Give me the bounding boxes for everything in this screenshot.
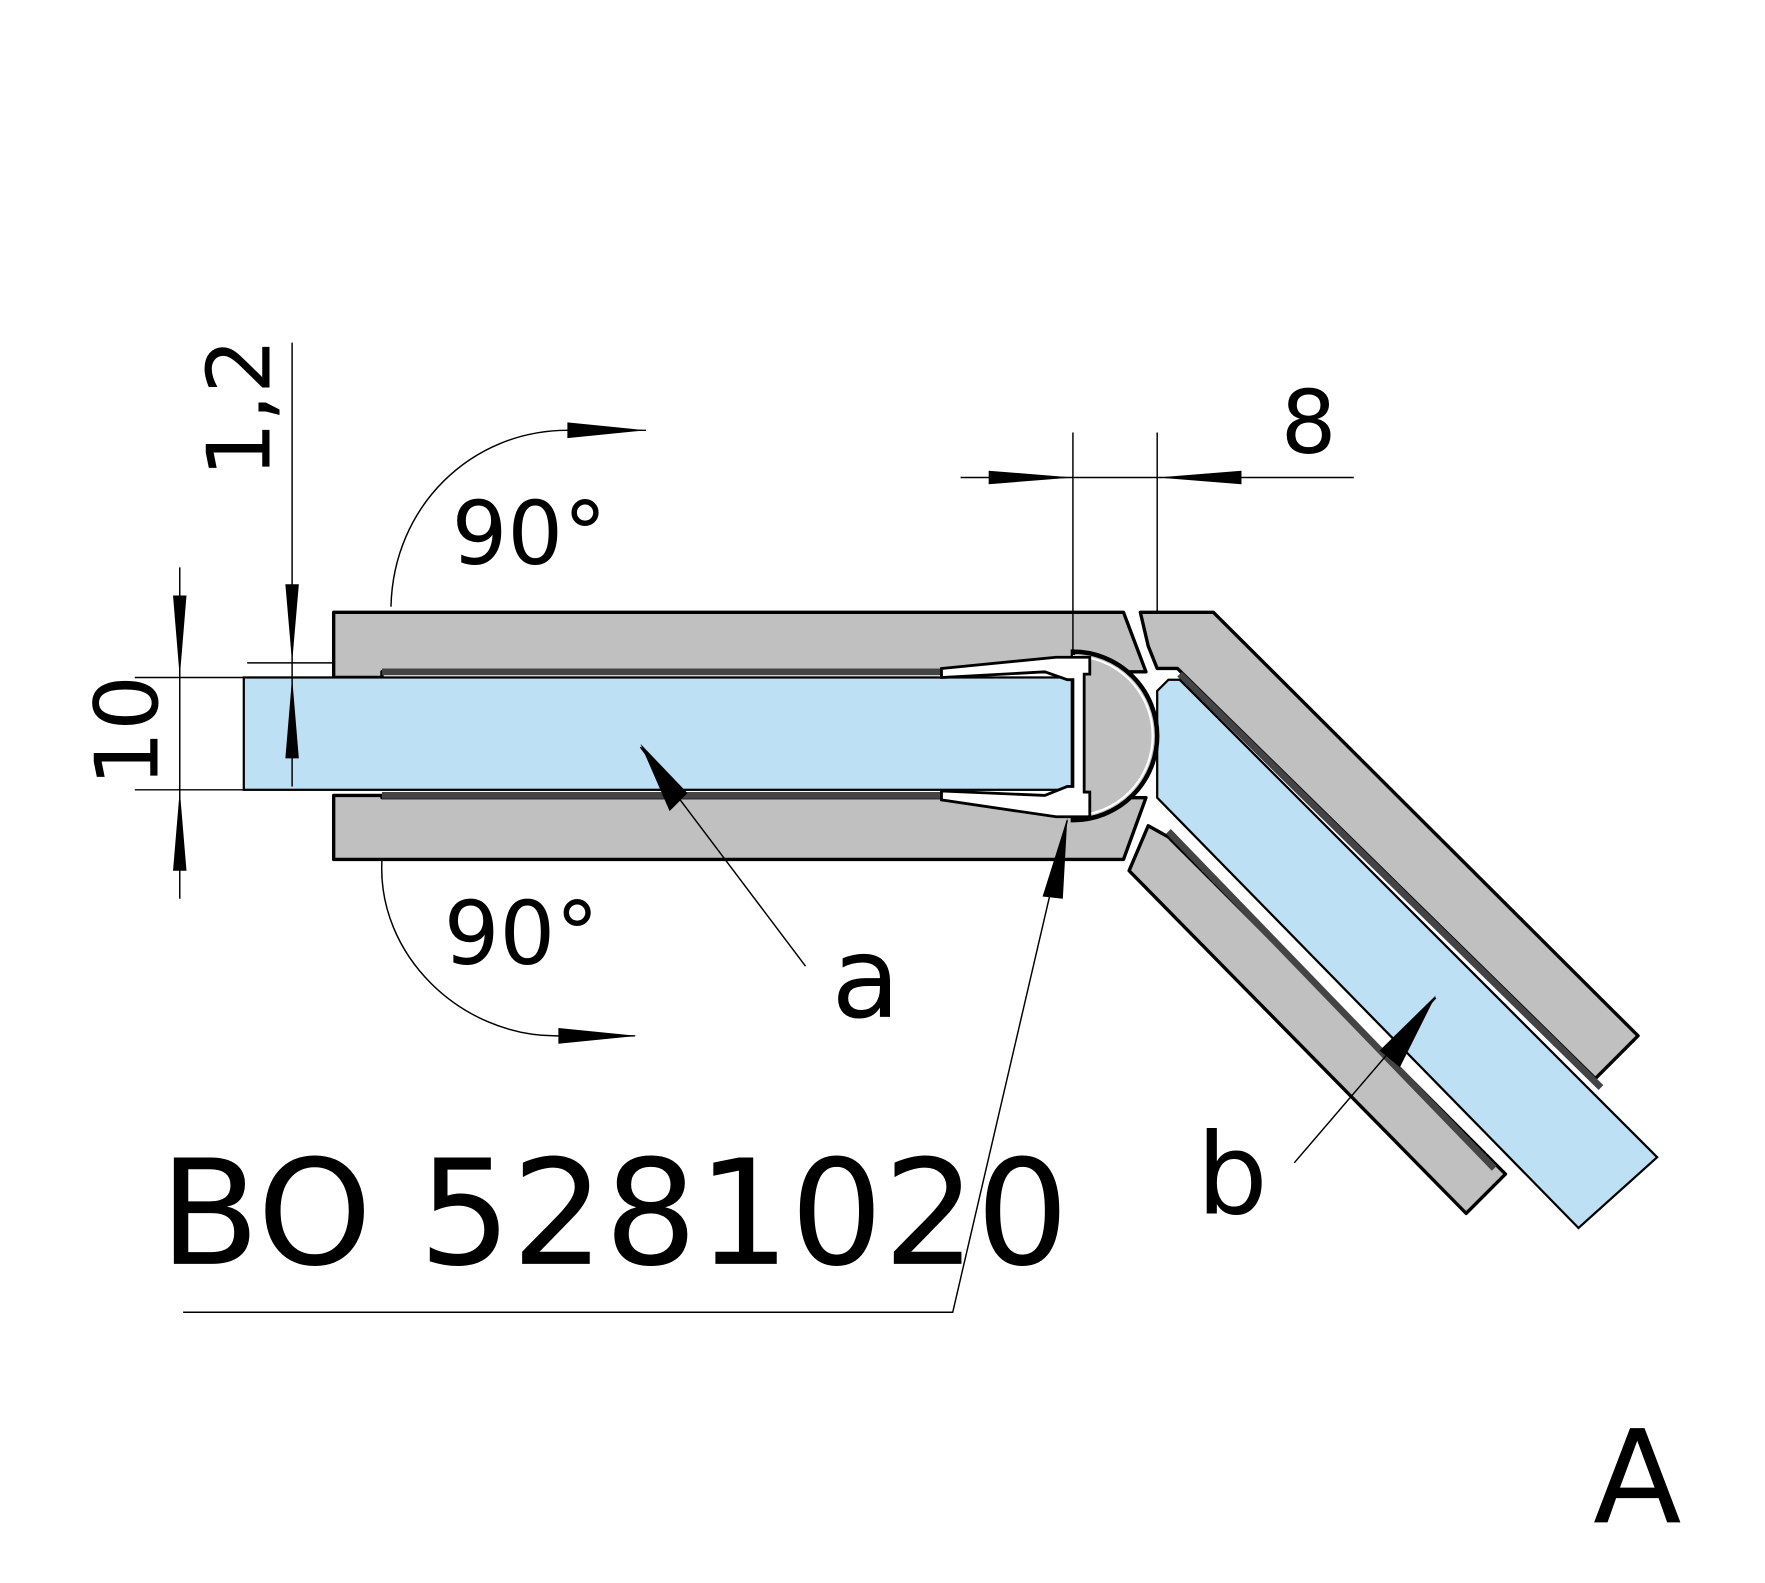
dimension-8: 8 — [960, 372, 1354, 652]
view-label: A — [1593, 1403, 1681, 1553]
arrow-up — [285, 677, 299, 759]
lower-right-rail — [1127, 824, 1508, 1216]
arrow-left — [1157, 470, 1242, 485]
glass-pane-right — [1156, 678, 1659, 1230]
lower-right-gasket — [1166, 829, 1497, 1171]
angle-label-top: 90° — [452, 483, 607, 585]
dimension-label-10: 10 — [76, 675, 178, 787]
part-number-leader: BO 5281020 — [160, 817, 1069, 1313]
part-number-label: BO 5281020 — [160, 1129, 1069, 1299]
arrow-right — [988, 470, 1073, 485]
h-profile — [940, 655, 1092, 819]
leader-arrow — [640, 743, 688, 812]
callout-label-b: b — [1197, 1110, 1268, 1240]
arrow-down — [173, 595, 187, 678]
dimension-label-8: 8 — [1281, 372, 1337, 474]
hinge-cap — [1070, 649, 1160, 823]
arrow-down — [285, 584, 299, 663]
arrow-right — [558, 1027, 638, 1044]
arrow-up — [173, 789, 187, 871]
arrow-right — [567, 422, 647, 439]
leader-arrow — [1379, 995, 1436, 1068]
callout-b: b — [1197, 995, 1437, 1240]
dimension-label-1-2: 1,2 — [189, 338, 291, 477]
leader-arrow — [1042, 817, 1068, 899]
callout-a: a — [639, 743, 900, 1044]
angle-label-bottom: 90° — [444, 883, 599, 985]
dimension-10: 10 — [76, 567, 244, 899]
dimension-1-2: 1,2 — [189, 338, 334, 787]
upper-right-gasket — [1177, 671, 1604, 1090]
callout-label-a: a — [831, 914, 900, 1044]
angle-top: 90° — [390, 422, 647, 607]
hinge-cap-highlight — [1072, 654, 1154, 817]
angle-bottom: 90° — [381, 859, 638, 1044]
